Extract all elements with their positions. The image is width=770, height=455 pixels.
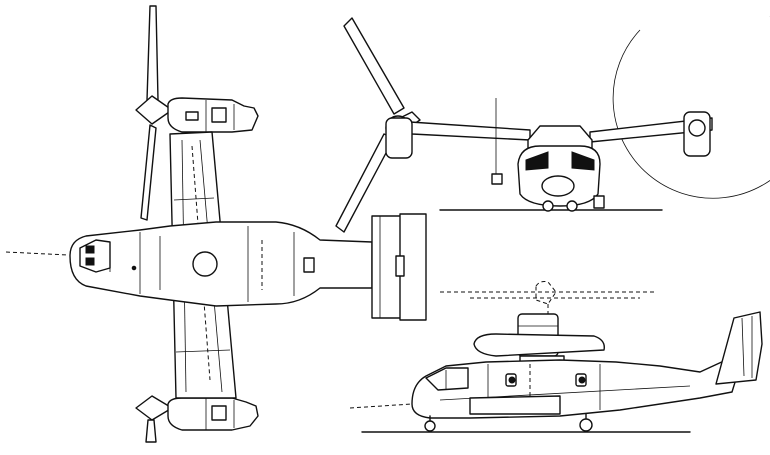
top-view-lower-nacelle bbox=[167, 397, 259, 431]
side-view bbox=[349, 281, 763, 433]
front-view-fuselage bbox=[491, 98, 605, 212]
top-view-fuselage bbox=[69, 221, 373, 307]
side-view-wing bbox=[473, 333, 605, 357]
front-view-rotor-disc bbox=[612, 16, 770, 199]
top-view-upper-nacelle bbox=[167, 97, 259, 133]
side-view-refuel-probe bbox=[349, 403, 413, 409]
side-view-tail bbox=[715, 311, 763, 385]
side-view-fuselage bbox=[411, 359, 741, 419]
top-view-upper-rotor bbox=[135, 5, 173, 221]
top-view bbox=[5, 5, 427, 443]
front-view-wing bbox=[385, 111, 713, 159]
top-view-tail bbox=[371, 213, 427, 321]
front-view bbox=[335, 16, 770, 233]
top-view-lower-rotor bbox=[135, 395, 173, 443]
side-view-rotor bbox=[440, 281, 656, 316]
side-view-landing-gear bbox=[424, 413, 593, 432]
refuel-probe bbox=[5, 251, 69, 256]
